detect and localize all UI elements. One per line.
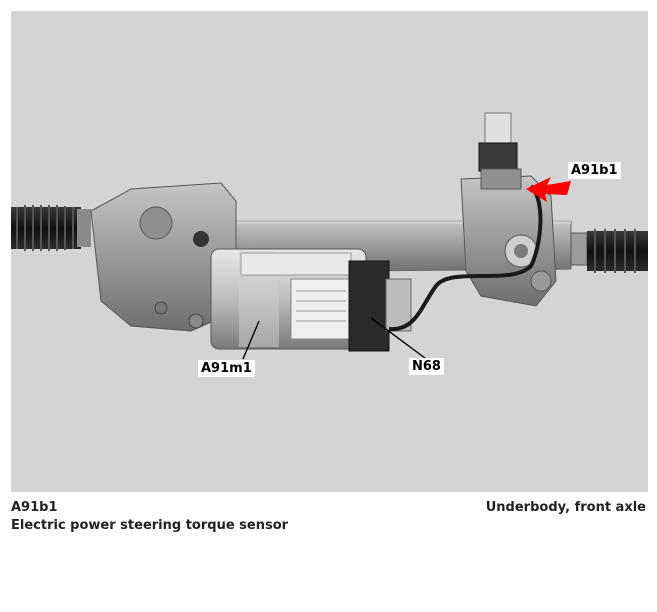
leader-n68: [370, 317, 430, 362]
caption-code: A91b1: [11, 500, 58, 515]
control-unit: [348, 260, 412, 352]
callout-a91m1: A91m1: [198, 360, 255, 377]
callout-a91b1: A91b1: [568, 162, 621, 179]
callout-n68: N68: [409, 358, 444, 375]
red-arrow-icon: [526, 177, 571, 202]
steering-rack-figure: A91b1 A91m1 N68: [11, 11, 648, 492]
caption-description: Electric power steering torque sensor: [11, 518, 289, 533]
caption-left: A91b1 Electric power steering torque sen…: [11, 499, 288, 535]
right-boot: [570, 229, 648, 273]
leader-a91m1: [242, 320, 260, 360]
motor-body: [210, 248, 367, 350]
left-boot: [11, 205, 91, 251]
steering-rack-illustration: [11, 112, 648, 362]
caption-location: Underbody, front axle: [485, 500, 646, 515]
sensor-cable: [388, 184, 543, 332]
